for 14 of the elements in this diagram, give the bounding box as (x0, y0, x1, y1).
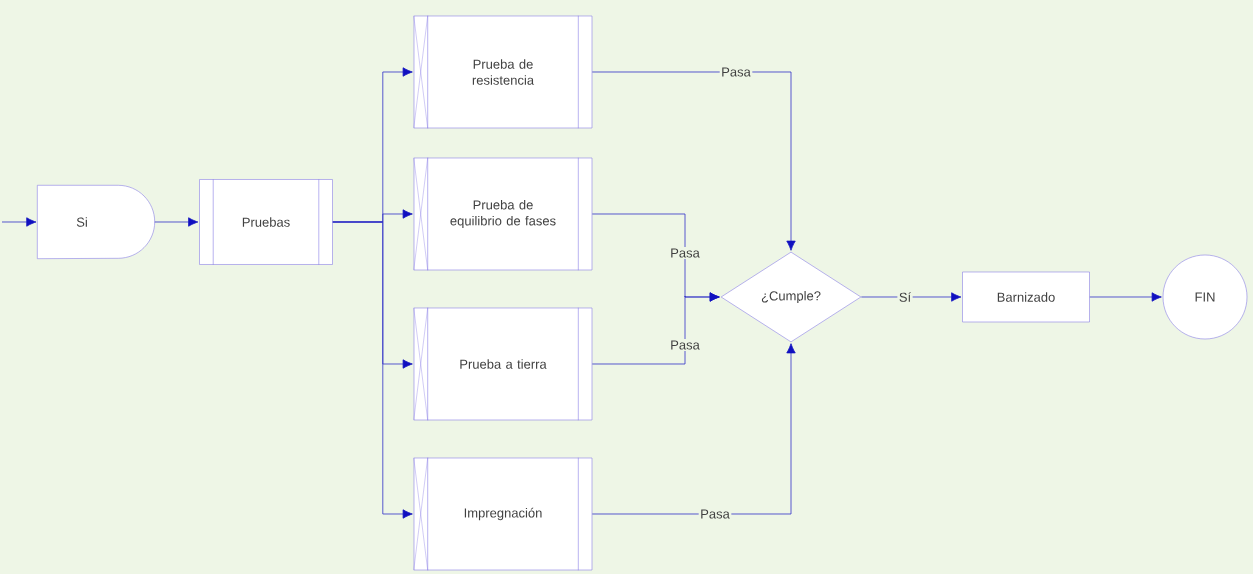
arrow (591, 292, 720, 365)
test-box: Impregnación (413, 457, 593, 571)
process-box: Barnizado (962, 271, 1090, 323)
arrow (860, 292, 962, 302)
predefined-process-box: Pruebas (199, 178, 333, 266)
arrow (332, 221, 413, 519)
arrow (154, 217, 199, 227)
arrow (591, 343, 796, 515)
test-box: Prueba de equilibrio de fases (413, 157, 593, 271)
test-box: Prueba de resistencia (413, 15, 593, 129)
arrow (591, 71, 796, 251)
test-box: Prueba a tierra (413, 307, 593, 421)
arrow (1089, 292, 1162, 302)
arrow (1, 217, 37, 227)
